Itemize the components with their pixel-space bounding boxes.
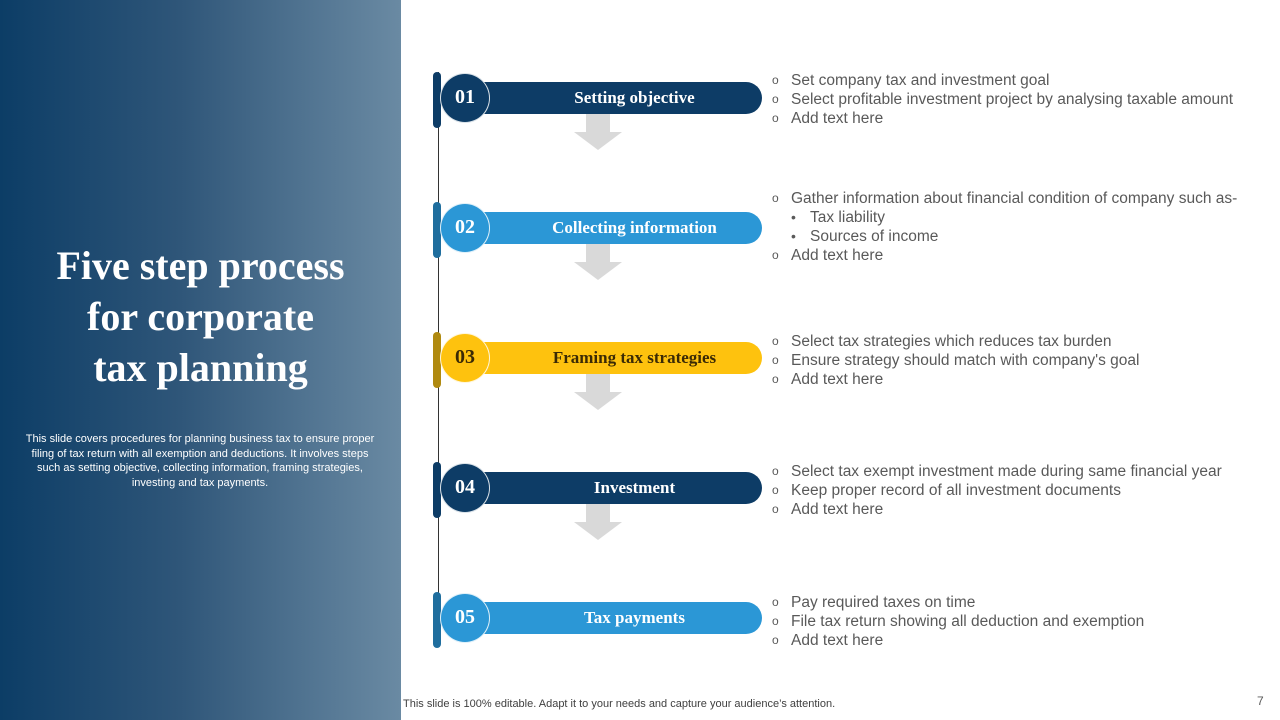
circle-bullet-icon: o xyxy=(772,111,779,125)
step-bar: Setting objective xyxy=(462,82,762,114)
circle-bullet-icon: o xyxy=(772,92,779,106)
sub-bullet-item: •Tax liability xyxy=(791,209,885,226)
step-number-badge: 03 xyxy=(440,333,490,383)
step-label: Framing tax strategies xyxy=(552,348,717,367)
circle-bullet-icon: o xyxy=(772,73,779,87)
dot-bullet-icon: • xyxy=(791,209,796,225)
down-arrow-icon xyxy=(574,114,622,152)
step-02: Collecting information 02 xyxy=(432,202,764,258)
step-01: Setting objective 01 xyxy=(432,72,764,128)
step-bar: Collecting information xyxy=(462,212,762,244)
step-tab xyxy=(433,202,441,258)
page-number: 7 xyxy=(1257,694,1264,708)
step-label: Tax payments xyxy=(584,608,685,627)
circle-bullet-icon: o xyxy=(772,633,779,647)
circle-bullet-icon: o xyxy=(772,464,779,478)
step-05: Tax payments 05 xyxy=(432,592,764,648)
circle-bullet-icon: o xyxy=(772,353,779,367)
step-bar: Framing tax strategies xyxy=(462,342,762,374)
circle-bullet-icon: o xyxy=(772,614,779,628)
step-label: Collecting information xyxy=(552,218,717,237)
step-number-badge: 05 xyxy=(440,593,490,643)
step-tab xyxy=(433,72,441,128)
title-line-2: for corporate xyxy=(87,294,314,339)
circle-bullet-icon: o xyxy=(772,334,779,348)
circle-bullet-icon: o xyxy=(772,483,779,497)
circle-bullet-icon: o xyxy=(772,372,779,386)
step-label: Investment xyxy=(593,478,676,497)
circle-bullet-icon: o xyxy=(772,248,779,262)
circle-bullet-icon: o xyxy=(772,502,779,516)
slide-title: Five step process for corporate tax plan… xyxy=(0,240,401,393)
step-number-badge: 04 xyxy=(440,463,490,513)
circle-bullet-icon: o xyxy=(772,595,779,609)
footer-note: This slide is 100% editable. Adapt it to… xyxy=(403,698,836,710)
step-03: Framing tax strategies 03 xyxy=(432,332,764,388)
step-tab xyxy=(433,332,441,388)
down-arrow-icon xyxy=(574,244,622,282)
step-tab xyxy=(433,462,441,518)
circle-bullet-icon: o xyxy=(772,191,779,205)
slide-description: This slide covers procedures for plannin… xyxy=(25,433,375,489)
title-line-3: tax planning xyxy=(93,345,308,390)
dot-bullet-icon: • xyxy=(791,228,796,244)
down-arrow-icon xyxy=(574,374,622,412)
down-arrow-icon xyxy=(574,504,622,542)
step-number-badge: 01 xyxy=(440,73,490,123)
step-04: Investment 04 xyxy=(432,462,764,518)
title-line-1: Five step process xyxy=(56,243,345,288)
step-number-badge: 02 xyxy=(440,203,490,253)
step-tab xyxy=(433,592,441,648)
sub-bullet-item: •Sources of income xyxy=(791,228,939,245)
step-label: Setting objective xyxy=(574,88,695,107)
left-title-panel: Five step process for corporate tax plan… xyxy=(0,0,401,720)
step-bar: Tax payments xyxy=(462,602,762,634)
step-bar: Investment xyxy=(462,472,762,504)
